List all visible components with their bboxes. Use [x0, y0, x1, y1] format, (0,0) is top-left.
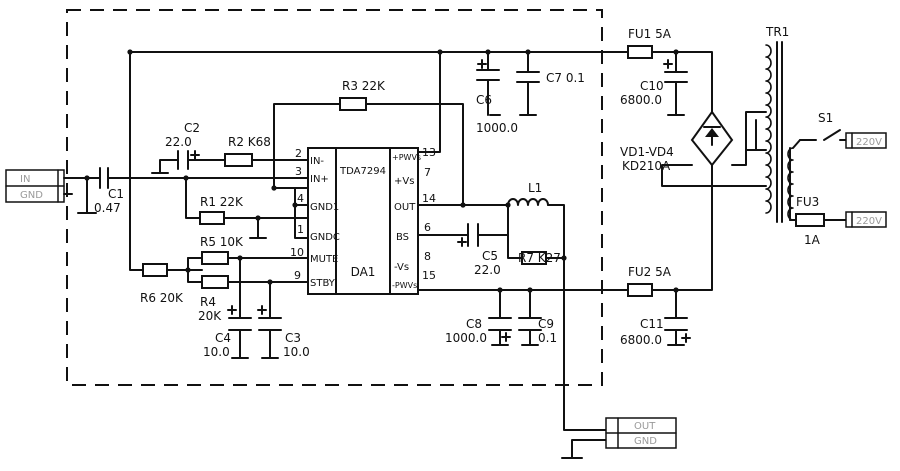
label-r4-val: 20K — [198, 309, 222, 323]
ic-ref-label: DA1 — [351, 265, 376, 279]
label-c10-val: 6800.0 — [620, 93, 662, 107]
capacitors — [99, 59, 691, 343]
pin-num-2: 2 — [295, 147, 302, 160]
pin-num-15: 15 — [422, 269, 436, 282]
label-vd-val: KD210A — [622, 159, 671, 173]
label-c3-val: 10.0 — [283, 345, 310, 359]
label-fu1: FU1 5A — [628, 27, 672, 41]
label-c8: C8 — [466, 317, 482, 331]
label-c7: C7 0.1 — [546, 71, 585, 85]
label-r2: R2 K68 — [228, 135, 271, 149]
label-c9-val: 0.1 — [538, 331, 557, 345]
label-tr1: TR1 — [765, 25, 789, 39]
pin-pwvs-minus: -PWVs — [392, 281, 417, 290]
mains-2-label: 220V — [856, 216, 882, 227]
label-c5-val: 22.0 — [474, 263, 501, 277]
pin-gndc: GNDC — [310, 232, 340, 243]
wires — [71, 51, 847, 459]
label-r5: R5 10K — [200, 235, 244, 249]
pin-vs-plus: +Vs — [394, 176, 414, 187]
label-c6-val: 1000.0 — [476, 121, 518, 135]
transformer-tr1 — [765, 41, 801, 223]
label-r7: R7 K27 — [518, 251, 561, 265]
connector-mains-2[interactable]: 220V — [845, 211, 887, 228]
fuses — [627, 45, 825, 297]
label-s1: S1 — [818, 111, 833, 125]
label-c1: C1 — [108, 187, 124, 201]
connector-output[interactable]: OUT GND — [605, 417, 677, 449]
pin-stby: STBY — [310, 278, 336, 289]
label-c8-val: 1000.0 — [445, 331, 487, 345]
pin-pwvs-plus: +PWVs — [392, 153, 421, 162]
label-c2-val: 22.0 — [165, 135, 192, 149]
pin-num-7: 7 — [424, 166, 431, 179]
label-c9: C9 — [538, 317, 554, 331]
component-labels: R3 22K C2 22.0 R2 K68 R1 22K R5 10K R6 2… — [94, 25, 833, 359]
label-fu3: FU3 — [796, 195, 819, 209]
resistor-r4 — [201, 275, 229, 289]
connector-gnd-out-label: GND — [634, 436, 657, 447]
resistor-r2 — [224, 153, 253, 167]
pin-num-8: 8 — [424, 250, 431, 263]
module-border — [66, 9, 603, 386]
label-r1: R1 22K — [200, 195, 244, 209]
pin-num-3: 3 — [295, 165, 302, 178]
label-c5: C5 — [482, 249, 498, 263]
ic-da1: TDA7294 DA1 IN- IN+ GND1 GNDC MUTE STBY … — [290, 146, 436, 295]
label-r4: R4 — [200, 295, 216, 309]
bridge-rectifier — [690, 110, 734, 219]
label-c2: C2 — [184, 121, 200, 135]
pin-vs-minus: -Vs — [394, 262, 409, 273]
pin-num-13: 13 — [422, 146, 436, 159]
label-vd: VD1-VD4 — [620, 145, 674, 159]
connector-out-label: OUT — [634, 421, 656, 432]
pin-num-9: 9 — [294, 269, 301, 282]
label-r3: R3 22K — [342, 79, 386, 93]
label-c6: C6 — [476, 93, 492, 107]
pin-in-minus: IN- — [310, 156, 324, 167]
resistor-r3 — [339, 97, 367, 111]
label-c4: C4 — [215, 331, 231, 345]
pin-bs: BS — [396, 232, 409, 243]
label-l1: L1 — [528, 181, 542, 195]
fuse-fu3 — [795, 213, 825, 227]
connector-input[interactable]: IN GND — [5, 169, 73, 203]
pin-out: OUT — [394, 202, 416, 213]
pin-num-6: 6 — [424, 221, 431, 234]
resistor-r6 — [142, 263, 168, 277]
fuse-fu2 — [627, 283, 653, 297]
ic-part-label: TDA7294 — [339, 166, 386, 177]
resistor-r7 — [521, 251, 547, 265]
inductor-l1 — [507, 198, 549, 206]
junctions — [84, 49, 679, 293]
pin-num-4: 4 — [297, 192, 304, 205]
connector-mains-1[interactable]: 220V — [845, 132, 887, 149]
label-r6: R6 20K — [140, 291, 184, 305]
label-c11: C11 — [640, 317, 664, 331]
connector-gnd-in-label: GND — [20, 190, 43, 201]
connector-in-label: IN — [20, 174, 30, 185]
pin-gnd1: GND1 — [310, 202, 339, 213]
label-c4-val: 10.0 — [203, 345, 230, 359]
resistors — [142, 97, 547, 289]
resistor-r5 — [201, 251, 229, 265]
label-fu3-val: 1A — [804, 233, 821, 247]
pin-in-plus: IN+ — [310, 174, 329, 185]
label-c1-val: 0.47 — [94, 201, 121, 215]
label-c10: C10 — [640, 79, 664, 93]
pin-num-1: 1 — [297, 223, 304, 236]
label-c3: C3 — [285, 331, 301, 345]
label-c11-val: 6800.0 — [620, 333, 662, 347]
resistor-r1 — [199, 211, 225, 225]
pin-num-10: 10 — [290, 246, 304, 259]
fuse-fu1 — [627, 45, 653, 59]
pin-num-14: 14 — [422, 192, 436, 205]
pin-mute: MUTE — [310, 254, 338, 265]
label-fu2: FU2 5A — [628, 265, 672, 279]
mains-1-label: 220V — [856, 137, 882, 148]
